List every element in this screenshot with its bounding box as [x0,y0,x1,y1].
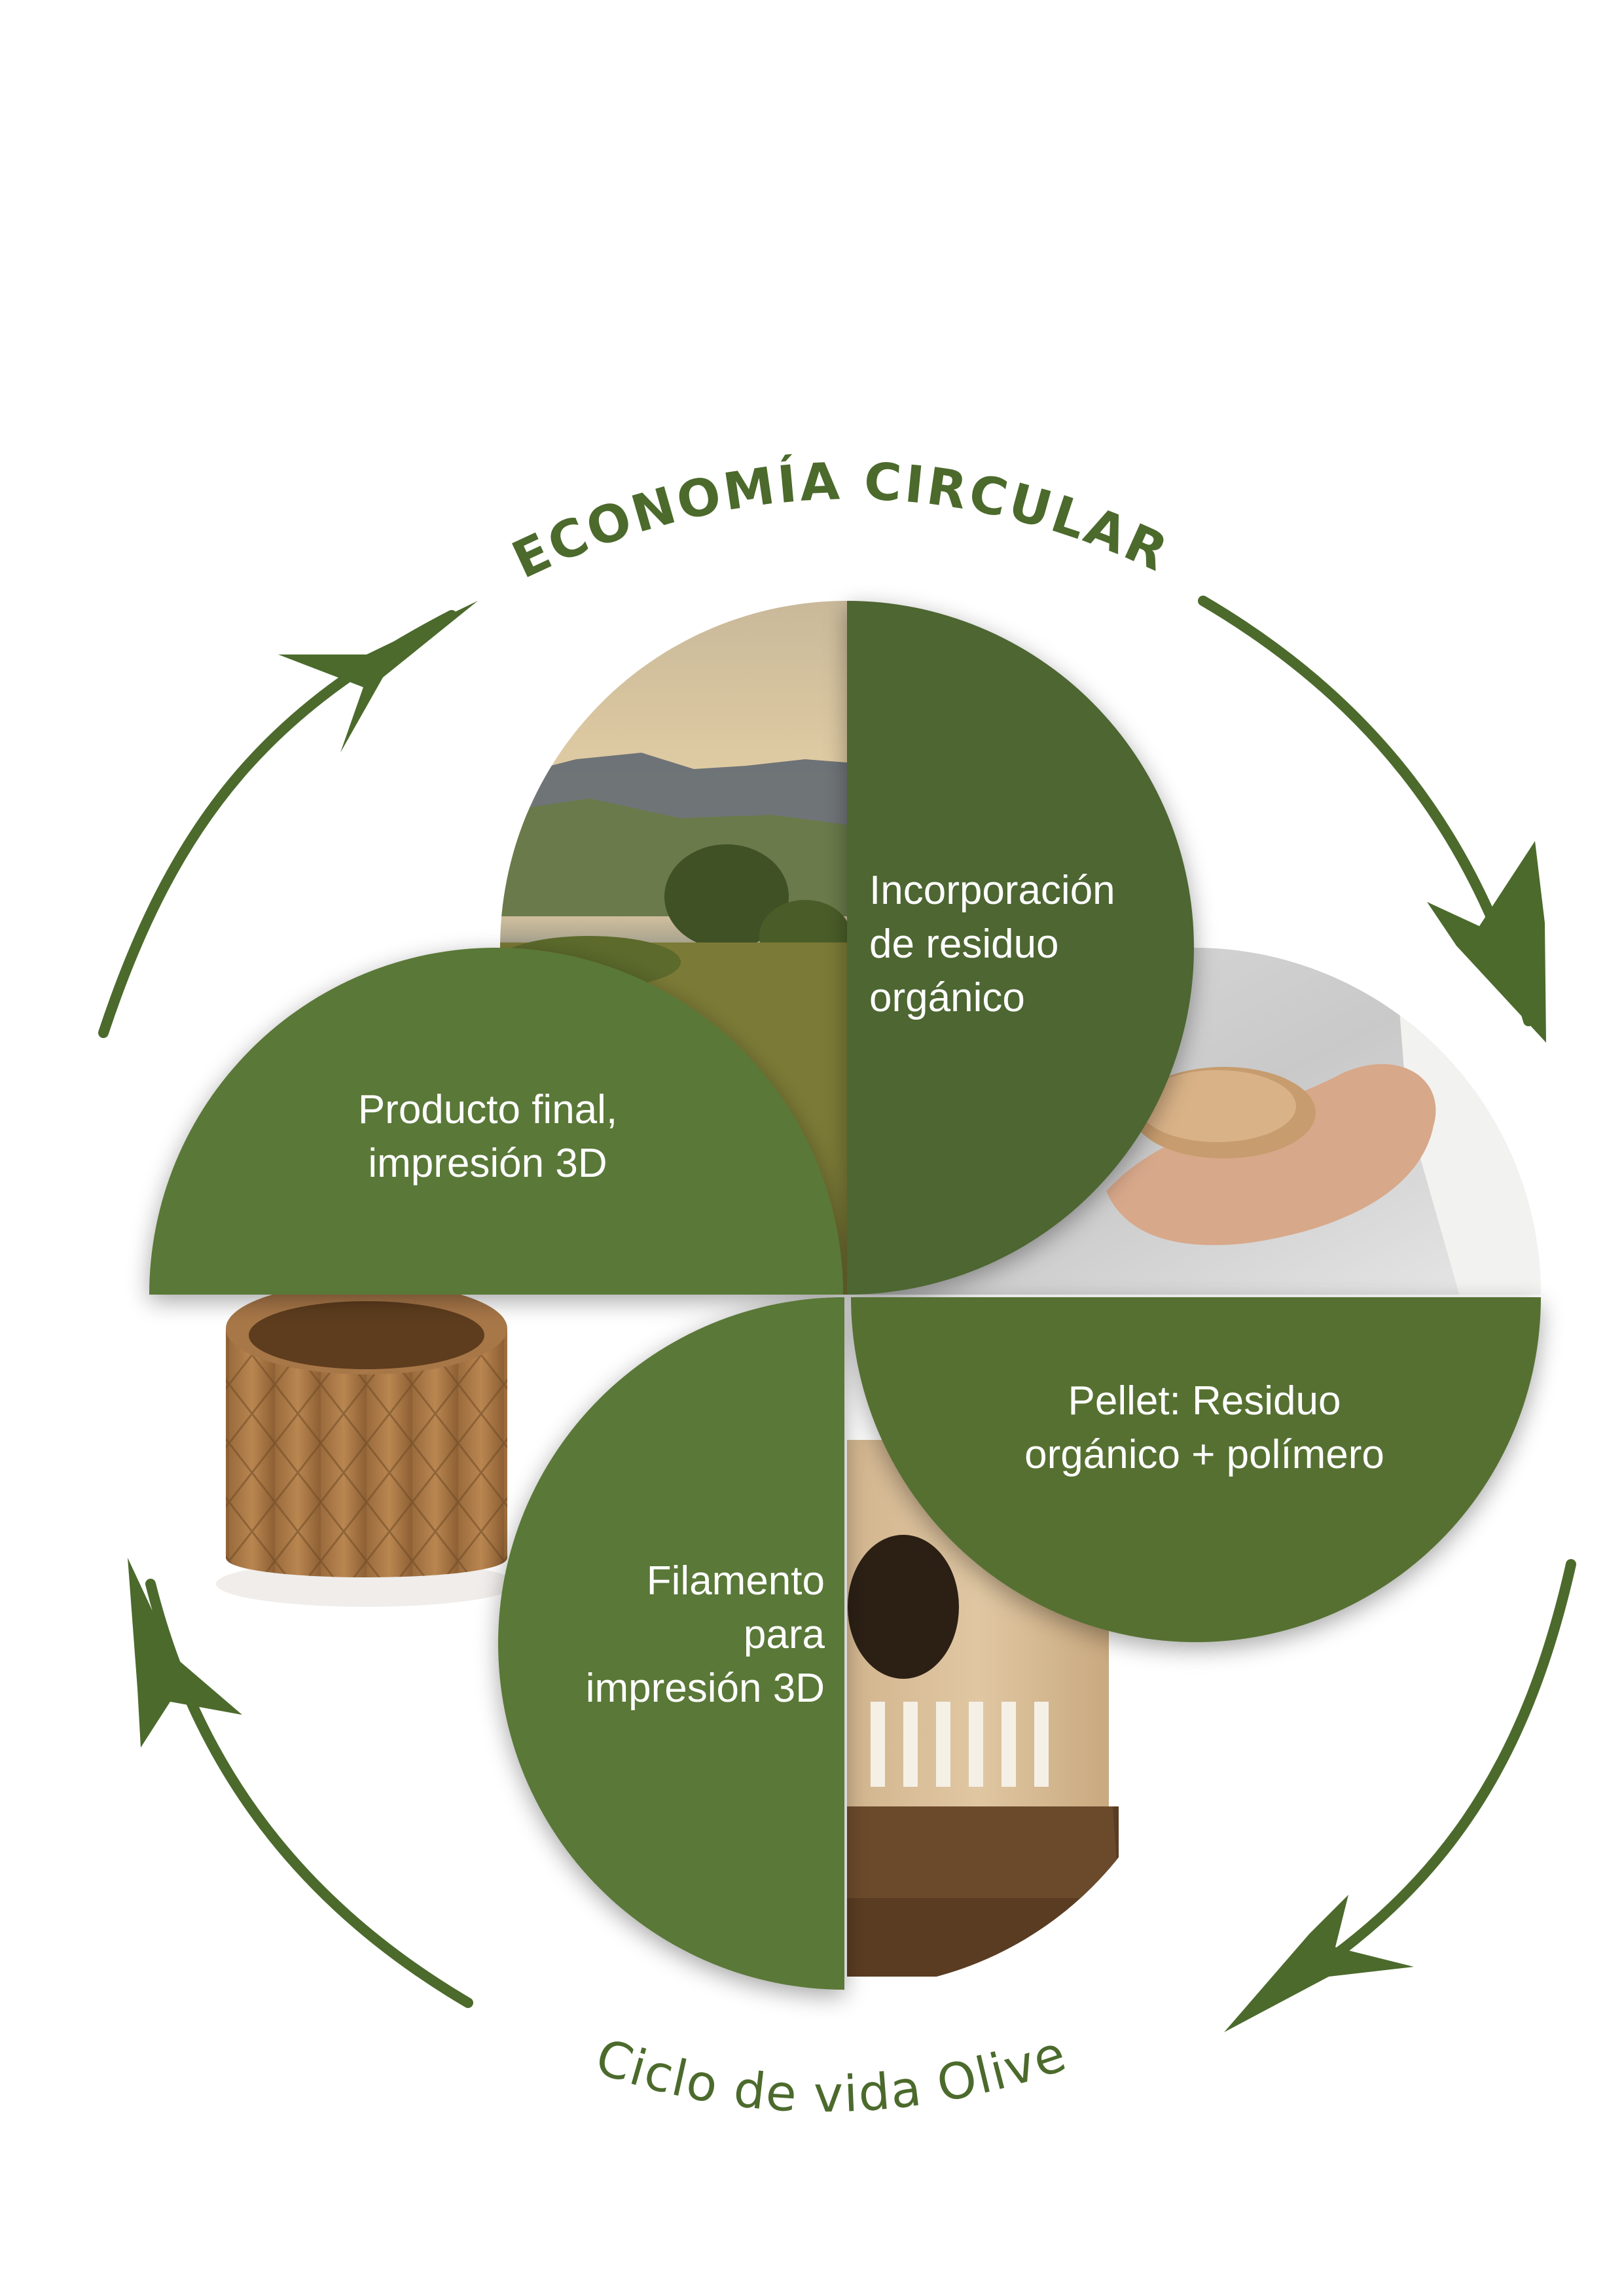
segment-pellet [851,1297,1541,1642]
label-filament: Filamento para impresión 3D [585,1558,825,1711]
title-bottom-text: Ciclo de vida Olive [589,2024,1074,2123]
arrowhead-bottom-right-icon [1224,1895,1414,2032]
3d-printed-vase-photo [216,1283,517,1607]
label-organic-waste: Incorporación de residuo orgánico [869,868,1115,1020]
label-pellet: Pellet: Residuo orgánico + polímero [1024,1378,1384,1477]
arrowhead-top-left-icon [278,601,478,753]
green-segments [149,601,1541,1990]
bottom-left-arrow [145,1579,473,2008]
arrowhead-bottom-left-icon [128,1558,242,1748]
arrowhead-top-right-icon [1427,841,1546,1043]
segment-final-product [149,948,843,1295]
title-top-text: ECONOMÍA CIRCULAR [504,452,1178,590]
segment-filament [498,1297,844,1990]
segment-organic-waste [847,601,1194,1295]
label-final-product: Producto final, impresión 3D [357,1087,618,1186]
arrow-heads [128,601,1546,2032]
